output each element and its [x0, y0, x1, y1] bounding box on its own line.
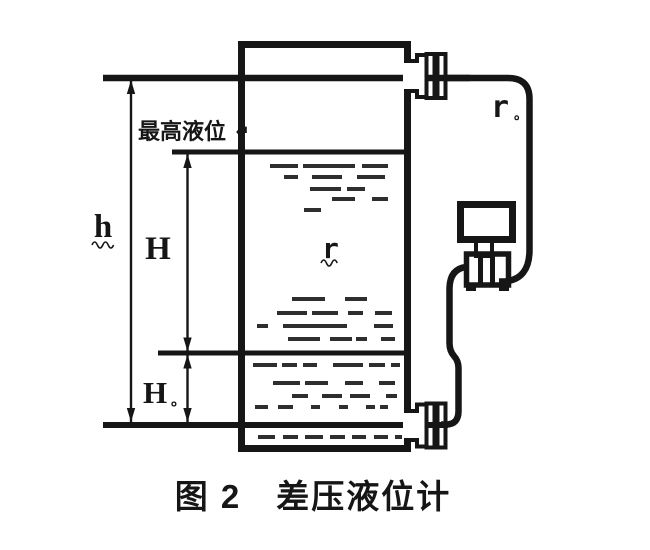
- bottom-impulse-pipe: [441, 263, 467, 428]
- return-mark-icon: ↵: [236, 124, 249, 141]
- top-flange-plate-right: [435, 52, 448, 100]
- tank-outline: [238, 41, 411, 452]
- label-r-tank: r: [322, 232, 339, 265]
- label-H0-subscript: 。: [171, 393, 186, 409]
- arrow-H-bottom: [183, 337, 192, 352]
- top-impulse-pipe: [103, 74, 533, 285]
- label-r0-subscript: 。: [514, 107, 528, 123]
- top-nozzle-stub-fill: [403, 63, 426, 89]
- valve-foot-left: [466, 283, 476, 291]
- figure-caption: 图 2 差压液位计: [175, 478, 452, 515]
- bottom-nozzle-stub-lower: [404, 438, 426, 449]
- top-nozzle-stub-lower: [404, 89, 426, 99]
- arrow-h-top: [126, 80, 136, 94]
- label-H: H: [145, 231, 171, 267]
- squiggle-under-h: [91, 241, 115, 249]
- transmitter-box: [457, 201, 516, 243]
- label-H0-base: H: [143, 375, 167, 410]
- arrow-H0-bottom: [183, 408, 192, 422]
- arrow-H-top: [183, 154, 192, 168]
- liquid-dashes: [253, 164, 402, 439]
- bottom-nozzle-stub-upper: [404, 402, 426, 413]
- max-level-label: 最高液位: [138, 119, 226, 144]
- top-nozzle-stub-upper: [404, 53, 426, 63]
- arrow-h-bottom: [126, 408, 136, 422]
- label-r0-base: r: [491, 90, 509, 125]
- bottom-nozzle-stub-fill: [403, 413, 426, 439]
- squiggle-under-r: [320, 259, 338, 267]
- top-flange-plate-left: [424, 52, 437, 100]
- label-h: h: [94, 209, 112, 245]
- valve-foot-right: [499, 283, 509, 291]
- transmitter-valve-body: [463, 251, 512, 288]
- arrow-H0-top: [183, 354, 192, 369]
